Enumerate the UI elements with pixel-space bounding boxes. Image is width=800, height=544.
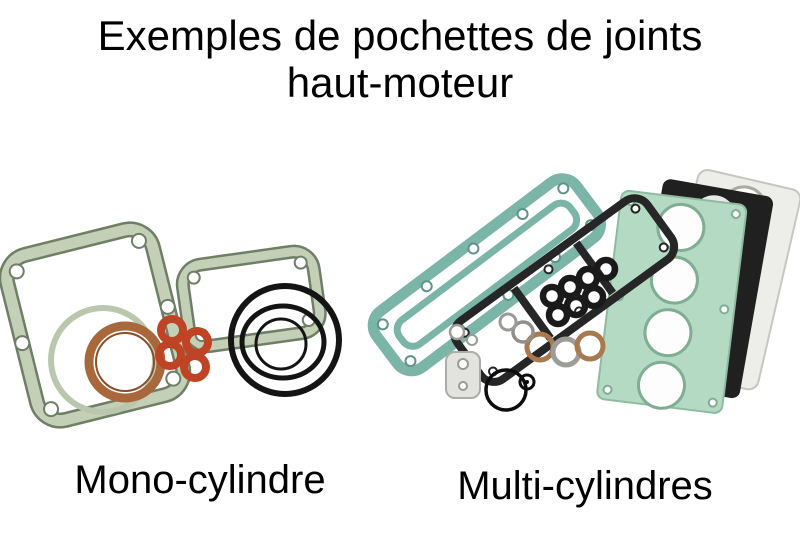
copper-washer bbox=[84, 321, 166, 403]
thin-black-ring bbox=[484, 368, 536, 412]
mono-cylinder-kit-illustration bbox=[0, 221, 342, 429]
red-o-rings bbox=[155, 315, 212, 382]
multi-cover-gasket-teal bbox=[367, 173, 607, 377]
multi-head-gasket-green bbox=[596, 189, 748, 414]
mono-exhaust-gasket-ring bbox=[48, 305, 158, 415]
page-title-line2: haut-moteur bbox=[286, 59, 514, 107]
caption-multi-cylindres: Multi-cylindres bbox=[457, 464, 713, 508]
washers-cluster bbox=[498, 312, 606, 368]
black-o-rings bbox=[228, 283, 342, 397]
small-plate-gasket bbox=[445, 351, 481, 399]
valve-stem-seals bbox=[539, 256, 619, 328]
mono-base-gasket bbox=[0, 221, 192, 429]
caption-mono-cylindre: Mono-cylindre bbox=[74, 458, 326, 502]
page-title-line1: Exemples de pochettes de joints bbox=[97, 12, 703, 59]
multi-cylinder-kit-illustration bbox=[367, 168, 800, 414]
small-white-rings bbox=[448, 323, 478, 346]
page-title: Exemples de pochettes de joints haut-mot… bbox=[0, 12, 800, 107]
